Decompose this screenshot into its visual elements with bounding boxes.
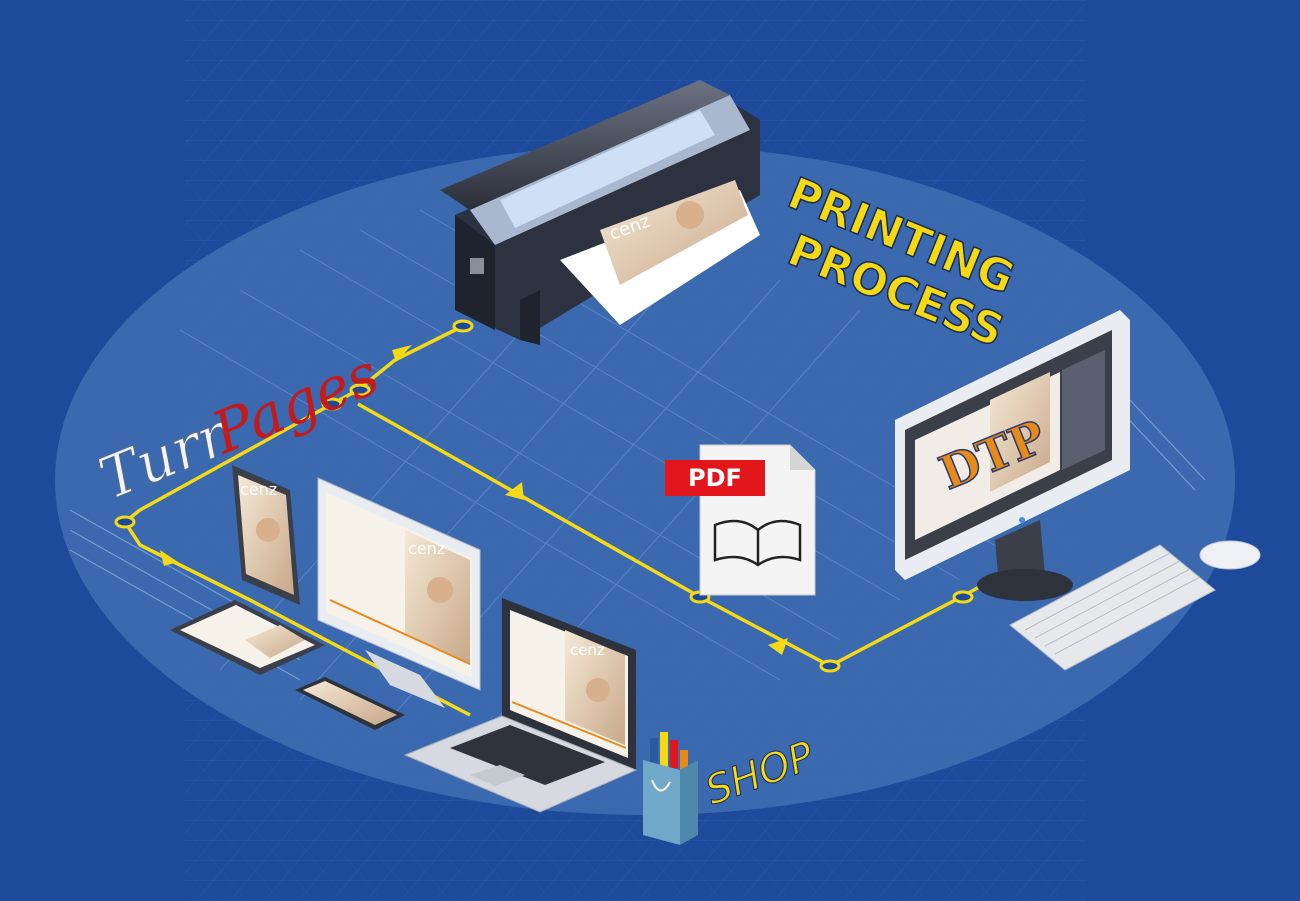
open-book-icon [713, 519, 802, 567]
arrow-up [392, 345, 412, 362]
arrow-left [505, 482, 524, 500]
desktop-monitor-icon: DTP [895, 310, 1130, 601]
flow-nodes [114, 319, 974, 673]
shopping-bag-icon [643, 732, 698, 845]
pdf-badge [665, 460, 765, 496]
desktop-monitor-small-icon: cenz [317, 477, 481, 708]
tablet-magazine-title: cenz [240, 480, 277, 499]
pdf-label: PDF [688, 464, 742, 492]
keyboard-icon [1009, 544, 1216, 671]
large-format-printer-icon: cenz [440, 80, 760, 345]
monitor-magazine-title: cenz [408, 539, 445, 558]
tablet-icon: cenz [232, 465, 300, 605]
arrow-down [160, 550, 178, 566]
flow-arrows [160, 345, 788, 655]
smartphone-icon [295, 677, 405, 730]
laptop-icon: cenz [403, 598, 638, 813]
arrow-left-lower [768, 638, 788, 655]
flow-path [123, 324, 1011, 717]
mouse-icon [1199, 540, 1261, 570]
laptop-magazine-title: cenz [570, 641, 605, 659]
tablet-landscape-icon [170, 600, 325, 675]
platform-ellipse [55, 145, 1235, 815]
pdf-document-icon: PDF [665, 444, 816, 596]
printed-magazine [600, 180, 748, 285]
